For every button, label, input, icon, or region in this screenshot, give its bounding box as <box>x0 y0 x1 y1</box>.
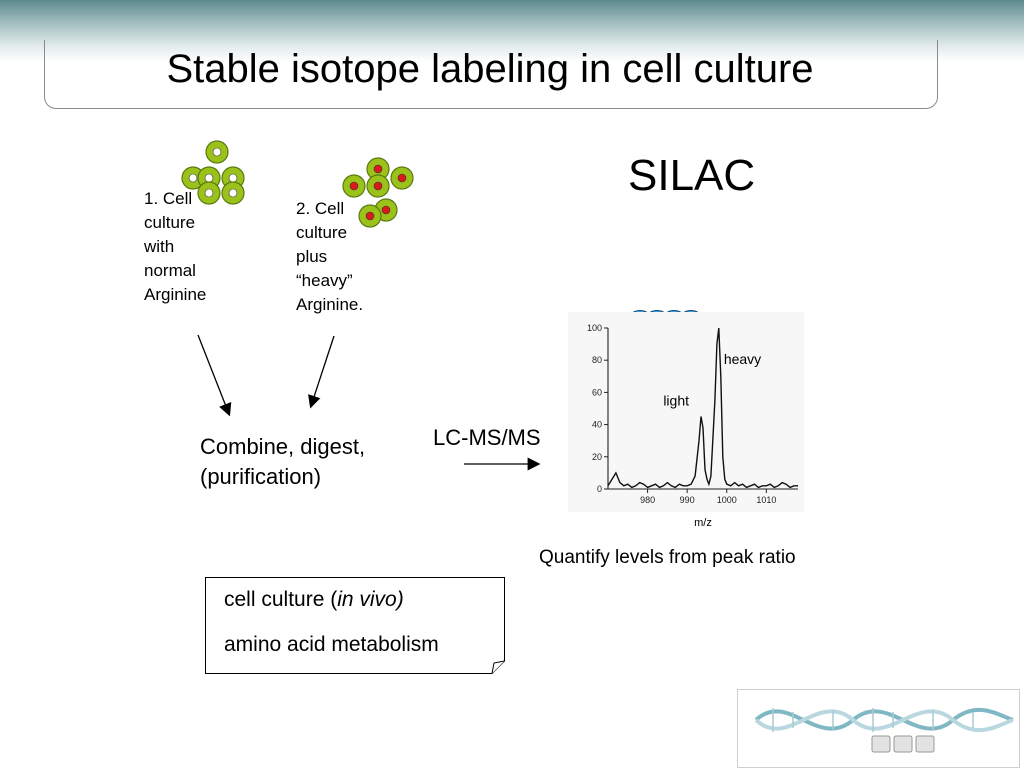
normal-cell-1 <box>205 140 229 164</box>
dna-helix-logo-icon <box>754 708 1014 753</box>
top-gradient-bar <box>0 0 1024 62</box>
mass-spectrum-chart: 0 20 40 60 80 100 980 990 1000 1010 light heavy m/z <box>568 312 804 529</box>
step1-text: 1. Cell culture with normal Arginine <box>144 189 207 304</box>
slide-title: Stable isotope labeling in cell culture <box>166 47 814 91</box>
normal-cells-icon <box>181 140 245 205</box>
normal-cell-6 <box>221 181 245 205</box>
heavy-cell-2 <box>390 166 414 190</box>
heavy-cell-6 <box>358 204 382 228</box>
spectrum-line <box>607 327 798 489</box>
note-amino-acid: amino acid metabolism <box>224 633 439 656</box>
silac-label: SILAC <box>628 151 756 200</box>
normal-cell-5 <box>197 181 221 205</box>
step2-text: 2. Cell culture plus “heavy” Arginine. <box>296 199 364 314</box>
y-tick-label-40: 40 <box>592 420 602 430</box>
x-tick-label-980: 980 <box>640 495 655 505</box>
heavy-cell-1 <box>366 157 390 181</box>
y-tick-label-0: 0 <box>597 484 602 494</box>
chart-background <box>568 312 804 512</box>
quantify-text: Quantify levels from peak ratio <box>539 547 796 568</box>
x-axis-label: m/z <box>694 517 712 529</box>
arrow-step2-to-combine <box>308 335 335 409</box>
peak-label-light: light <box>663 392 689 408</box>
heavy-cells-icon <box>342 157 414 228</box>
heavy-cell-3 <box>342 174 366 198</box>
logo-frame <box>737 689 1020 768</box>
peak-label-heavy: heavy <box>724 351 761 367</box>
arrow-step1-to-combine <box>197 334 232 417</box>
note-box <box>205 577 505 674</box>
x-tick-label-1000: 1000 <box>717 495 737 505</box>
y-tick-label-20: 20 <box>592 452 602 462</box>
lcms-label: LC-MS/MS <box>433 425 541 450</box>
y-tick-label-100: 100 <box>587 323 602 333</box>
title-frame <box>44 40 938 109</box>
x-tick-label-1010: 1010 <box>756 495 776 505</box>
combine-digest-text: Combine, digest, (purification) <box>200 434 366 489</box>
x-tick-label-990: 990 <box>680 495 695 505</box>
heavy-cell-4 <box>366 174 390 198</box>
y-tick-label-80: 80 <box>592 355 602 365</box>
y-tick-label-60: 60 <box>592 387 602 397</box>
note-cell-culture: cell culture (in vivo) <box>224 588 404 611</box>
